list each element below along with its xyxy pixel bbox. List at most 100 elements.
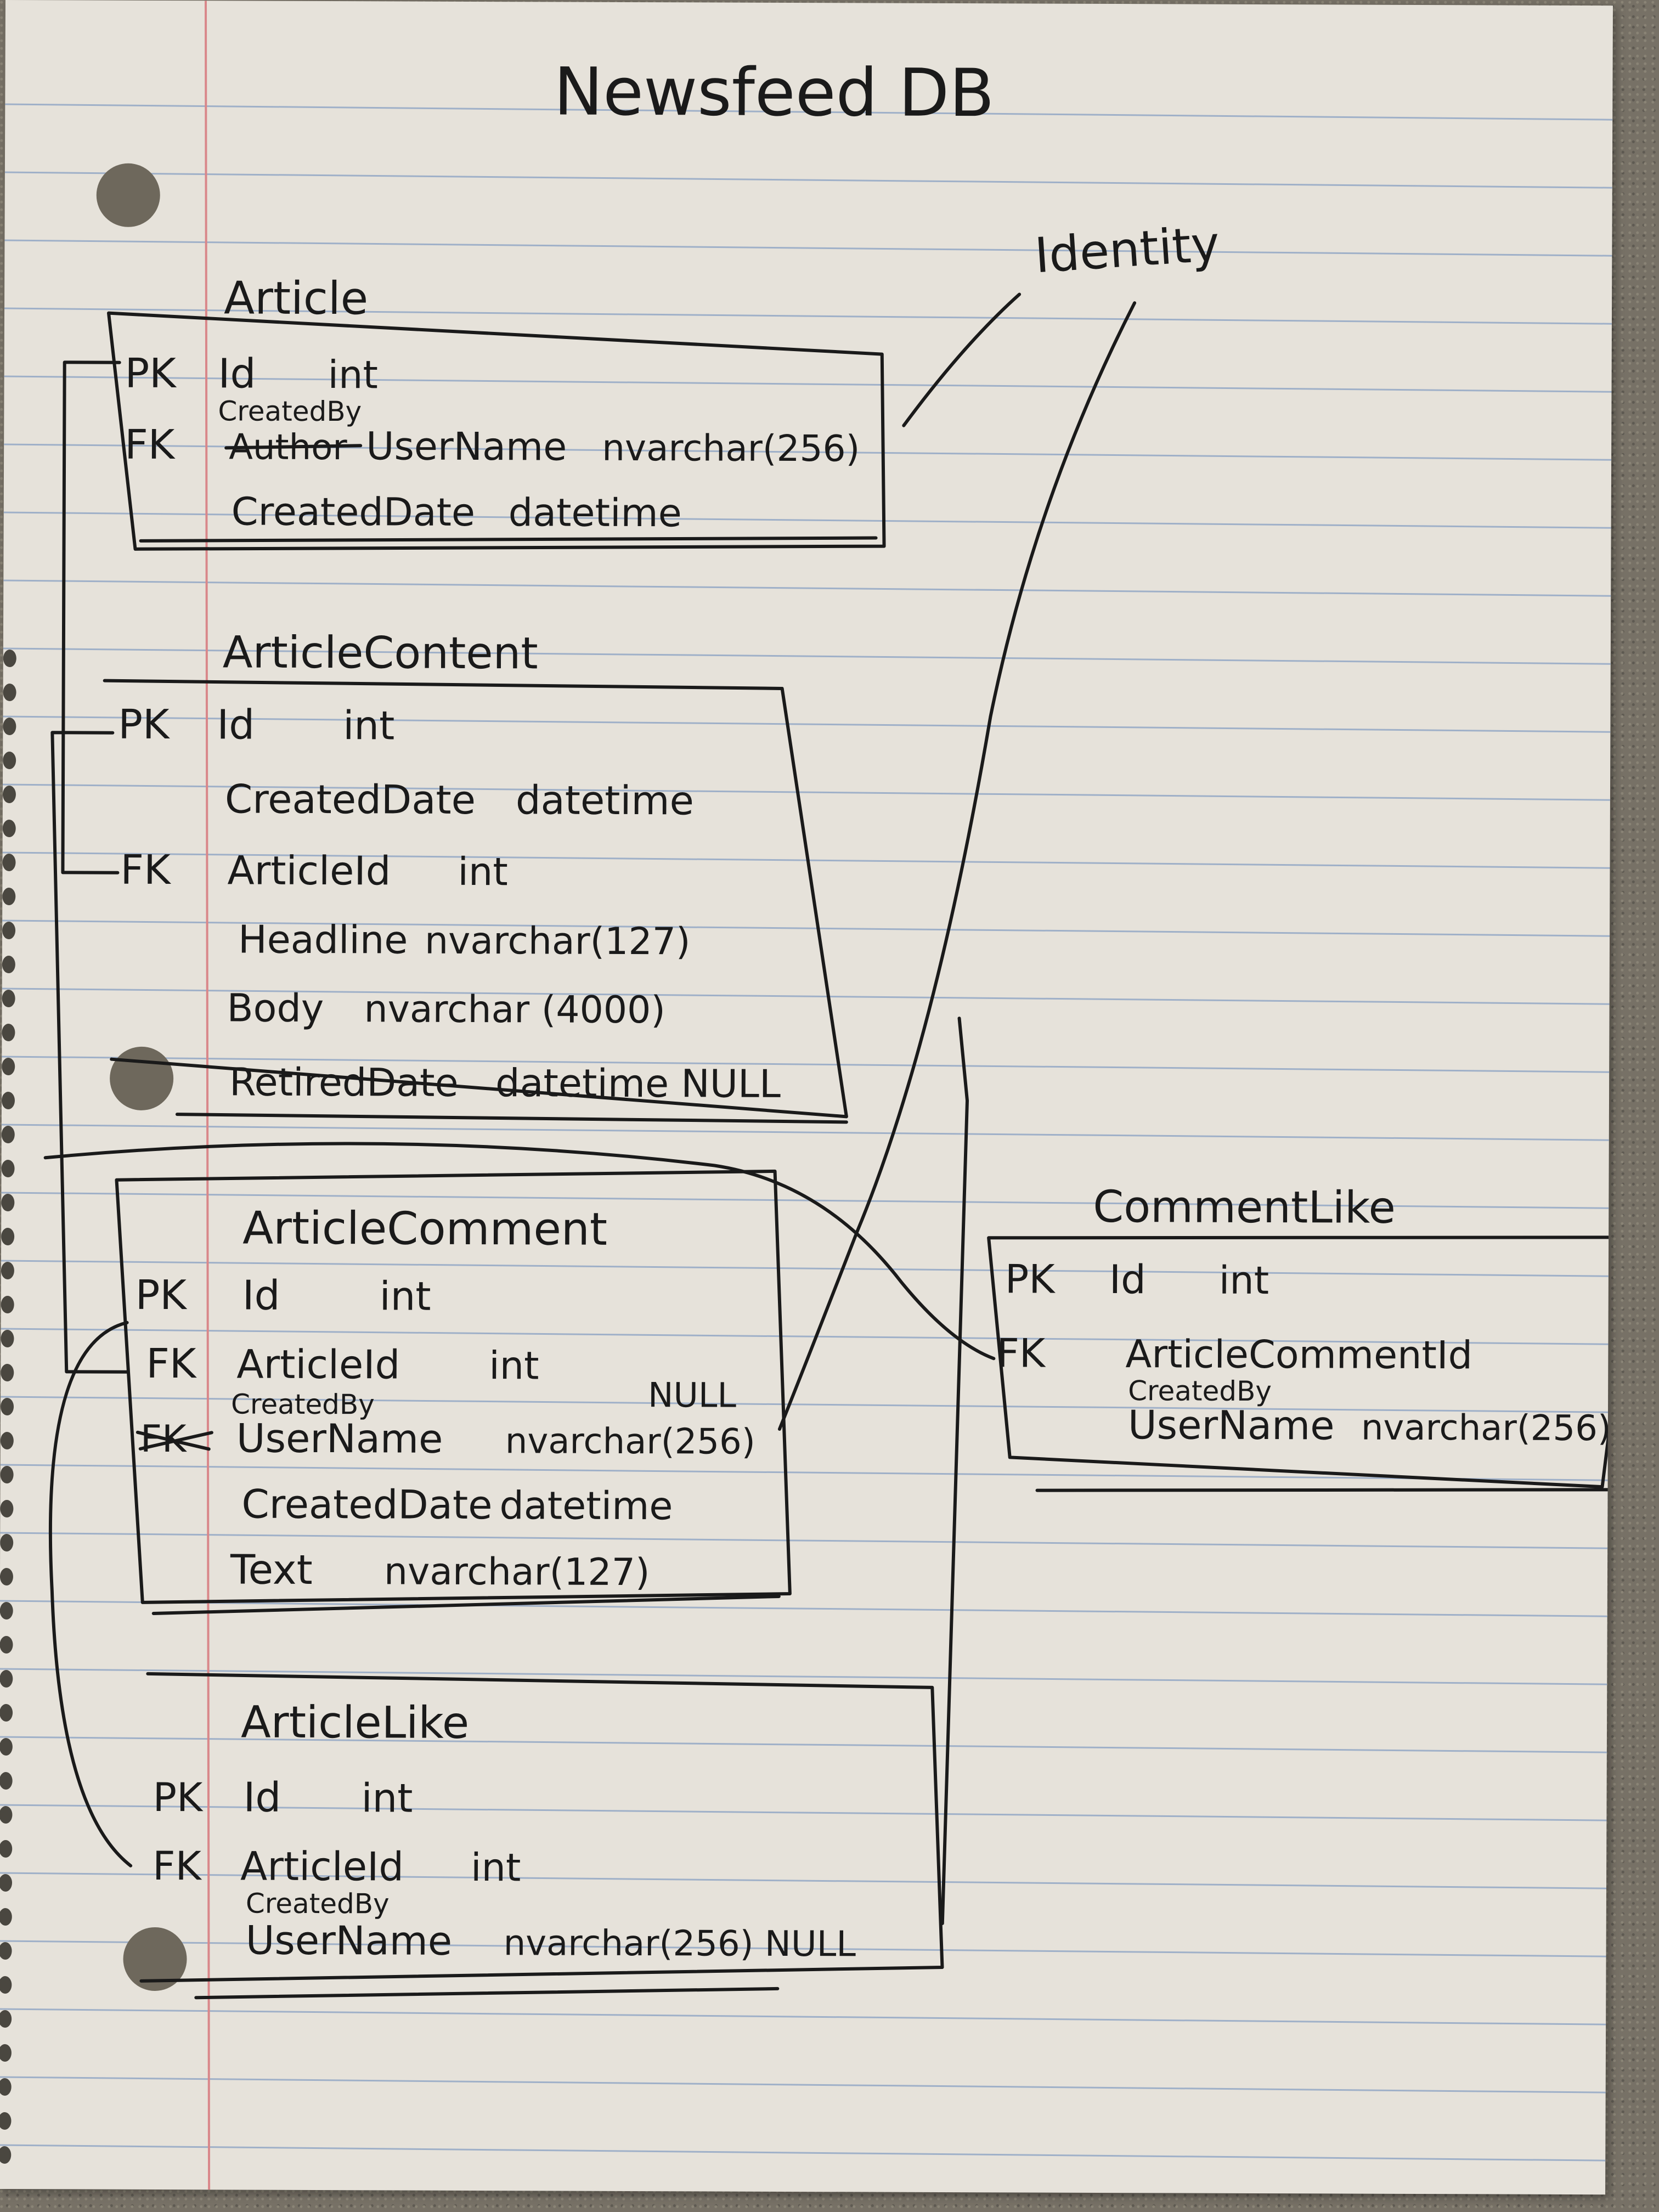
article-comment-name: ArticleComment — [242, 1203, 607, 1256]
spiral-ring — [2, 786, 16, 804]
comment-like-fk-key: FK — [996, 1330, 1046, 1376]
article-content-articleid-column: ArticleId — [227, 847, 391, 894]
article-comment-username-type: nvarchar(256) — [505, 1421, 755, 1463]
article-content-underline — [175, 1113, 848, 1124]
article-comment-pk-key: PK — [136, 1272, 188, 1319]
article-content-body-type: nvarchar (4000) — [364, 988, 665, 1032]
spiral-ring — [0, 2112, 12, 2130]
identity-link-comment — [777, 301, 1137, 1431]
link-article-to-like — [48, 1321, 133, 1867]
article-like-underline — [194, 1987, 780, 2000]
diagram-canvas: Newsfeed DB Identity Article PK Id int C… — [0, 1, 1613, 2190]
spiral-ring — [0, 1704, 13, 1722]
ruled-line — [2, 783, 1610, 801]
article-content-id-type: int — [343, 702, 394, 748]
article-content-retireddate-column: RetiredDate — [229, 1059, 459, 1105]
link-comment-to-commentlike — [43, 1142, 996, 1361]
article-like-username-column: UserName — [246, 1917, 453, 1964]
spiral-ring — [1, 1228, 15, 1246]
link-article-to-content — [61, 360, 121, 874]
article-comment-articleid-type: int — [489, 1343, 539, 1388]
article-like-pk-key: PK — [153, 1774, 204, 1820]
article-like-id-type: int — [361, 1775, 413, 1821]
comment-like-underline — [1035, 1488, 1613, 1492]
comment-like-name: CommentLike — [1093, 1181, 1396, 1233]
ruled-line — [3, 647, 1611, 665]
ruled-line — [2, 988, 1610, 1005]
ruled-line — [2, 919, 1610, 937]
spiral-ring — [0, 1466, 14, 1484]
comment-like-username-type: nvarchar(256) — [1361, 1408, 1611, 1449]
article-fk-key: FK — [125, 421, 176, 469]
spiral-ring — [0, 1602, 13, 1620]
ruled-line — [1, 1124, 1609, 1141]
spiral-ring — [3, 718, 16, 736]
article-comment-text-type: nvarchar(127) — [384, 1550, 650, 1594]
article-like-fk-key: FK — [153, 1843, 202, 1889]
article-comment-createddate-column: CreatedDate — [241, 1481, 492, 1528]
spiral-ring — [1, 1262, 14, 1280]
ruled-line — [3, 511, 1611, 529]
ruled-line — [4, 375, 1612, 393]
ruled-line — [0, 2076, 1606, 2094]
article-content-name: ArticleContent — [223, 627, 538, 679]
ruled-line — [0, 1736, 1607, 1753]
spiral-ring — [0, 1568, 13, 1586]
article-content-retireddate-type: datetime NULL — [495, 1060, 781, 1107]
comment-like-id-type: int — [1219, 1258, 1269, 1303]
comment-like-createdby-note: CreatedBy — [1128, 1375, 1272, 1407]
spiral-ring — [1, 1160, 15, 1178]
ruled-line — [0, 1532, 1608, 1549]
spiral-ring — [0, 2044, 12, 2062]
ruled-line — [4, 307, 1612, 325]
spiral-ring — [2, 990, 15, 1008]
article-id-type: int — [328, 352, 378, 397]
article-comment-text-column: Text — [230, 1546, 313, 1594]
article-like-articleid-type: int — [471, 1845, 521, 1890]
table-comment-like: CommentLike PK Id int FK ArticleCommentI… — [987, 1181, 1613, 1492]
article-like-createdby-note: CreatedBy — [246, 1888, 390, 1920]
article-content-createddate-column: CreatedDate — [225, 776, 476, 823]
article-content-id-column: Id — [217, 701, 255, 748]
ruled-line — [3, 715, 1611, 733]
spiral-ring — [1, 1092, 15, 1110]
spiral-ring — [0, 1738, 13, 1756]
spiral-ring — [0, 1840, 13, 1858]
article-underline — [139, 536, 878, 543]
margin-line — [204, 1, 211, 2190]
article-username-type: nvarchar(256) — [602, 427, 860, 470]
punch-hole-top — [96, 163, 160, 227]
spiral-ring — [0, 1976, 12, 1994]
spiral-ring — [0, 1636, 13, 1654]
identity-link-article — [902, 292, 1022, 427]
ruled-line — [1, 1396, 1609, 1413]
table-article-comment: ArticleComment PK Id int FK ArticleId in… — [115, 1169, 792, 1615]
ruled-line — [0, 2008, 1606, 2025]
article-createddate-column: CreatedDate — [232, 489, 476, 535]
ruled-line — [4, 171, 1612, 189]
article-createdby-note: CreatedBy — [218, 395, 362, 427]
article-comment-createddate-type: datetime — [499, 1483, 673, 1528]
spiral-ring — [2, 1058, 15, 1076]
punch-hole-bottom — [123, 1927, 187, 1991]
article-content-headline-type: nvarchar(127) — [425, 919, 691, 964]
article-comment-username-column: UserName — [236, 1415, 443, 1462]
spiral-ring — [1, 1126, 15, 1144]
ruled-line — [4, 239, 1612, 257]
spiral-ring — [0, 1534, 14, 1552]
article-comment-id-column: Id — [242, 1272, 280, 1319]
spiral-ring — [2, 1024, 15, 1042]
page-title: Newsfeed DB — [554, 54, 995, 132]
article-content-articleid-type: int — [458, 849, 508, 894]
article-comment-underline — [151, 1594, 781, 1615]
article-comment-articleid-column: ArticleId — [236, 1341, 400, 1387]
spiral-ring — [2, 888, 16, 906]
ruled-line — [0, 1940, 1606, 1957]
comment-like-username-column: UserName — [1128, 1402, 1335, 1448]
article-content-box — [103, 679, 848, 1119]
spiral-ring — [1, 1296, 14, 1314]
article-username-column: UserName — [366, 424, 567, 469]
article-name: Article — [224, 272, 368, 325]
article-comment-key-strike — [136, 1430, 213, 1451]
article-comment-box — [115, 1169, 792, 1604]
